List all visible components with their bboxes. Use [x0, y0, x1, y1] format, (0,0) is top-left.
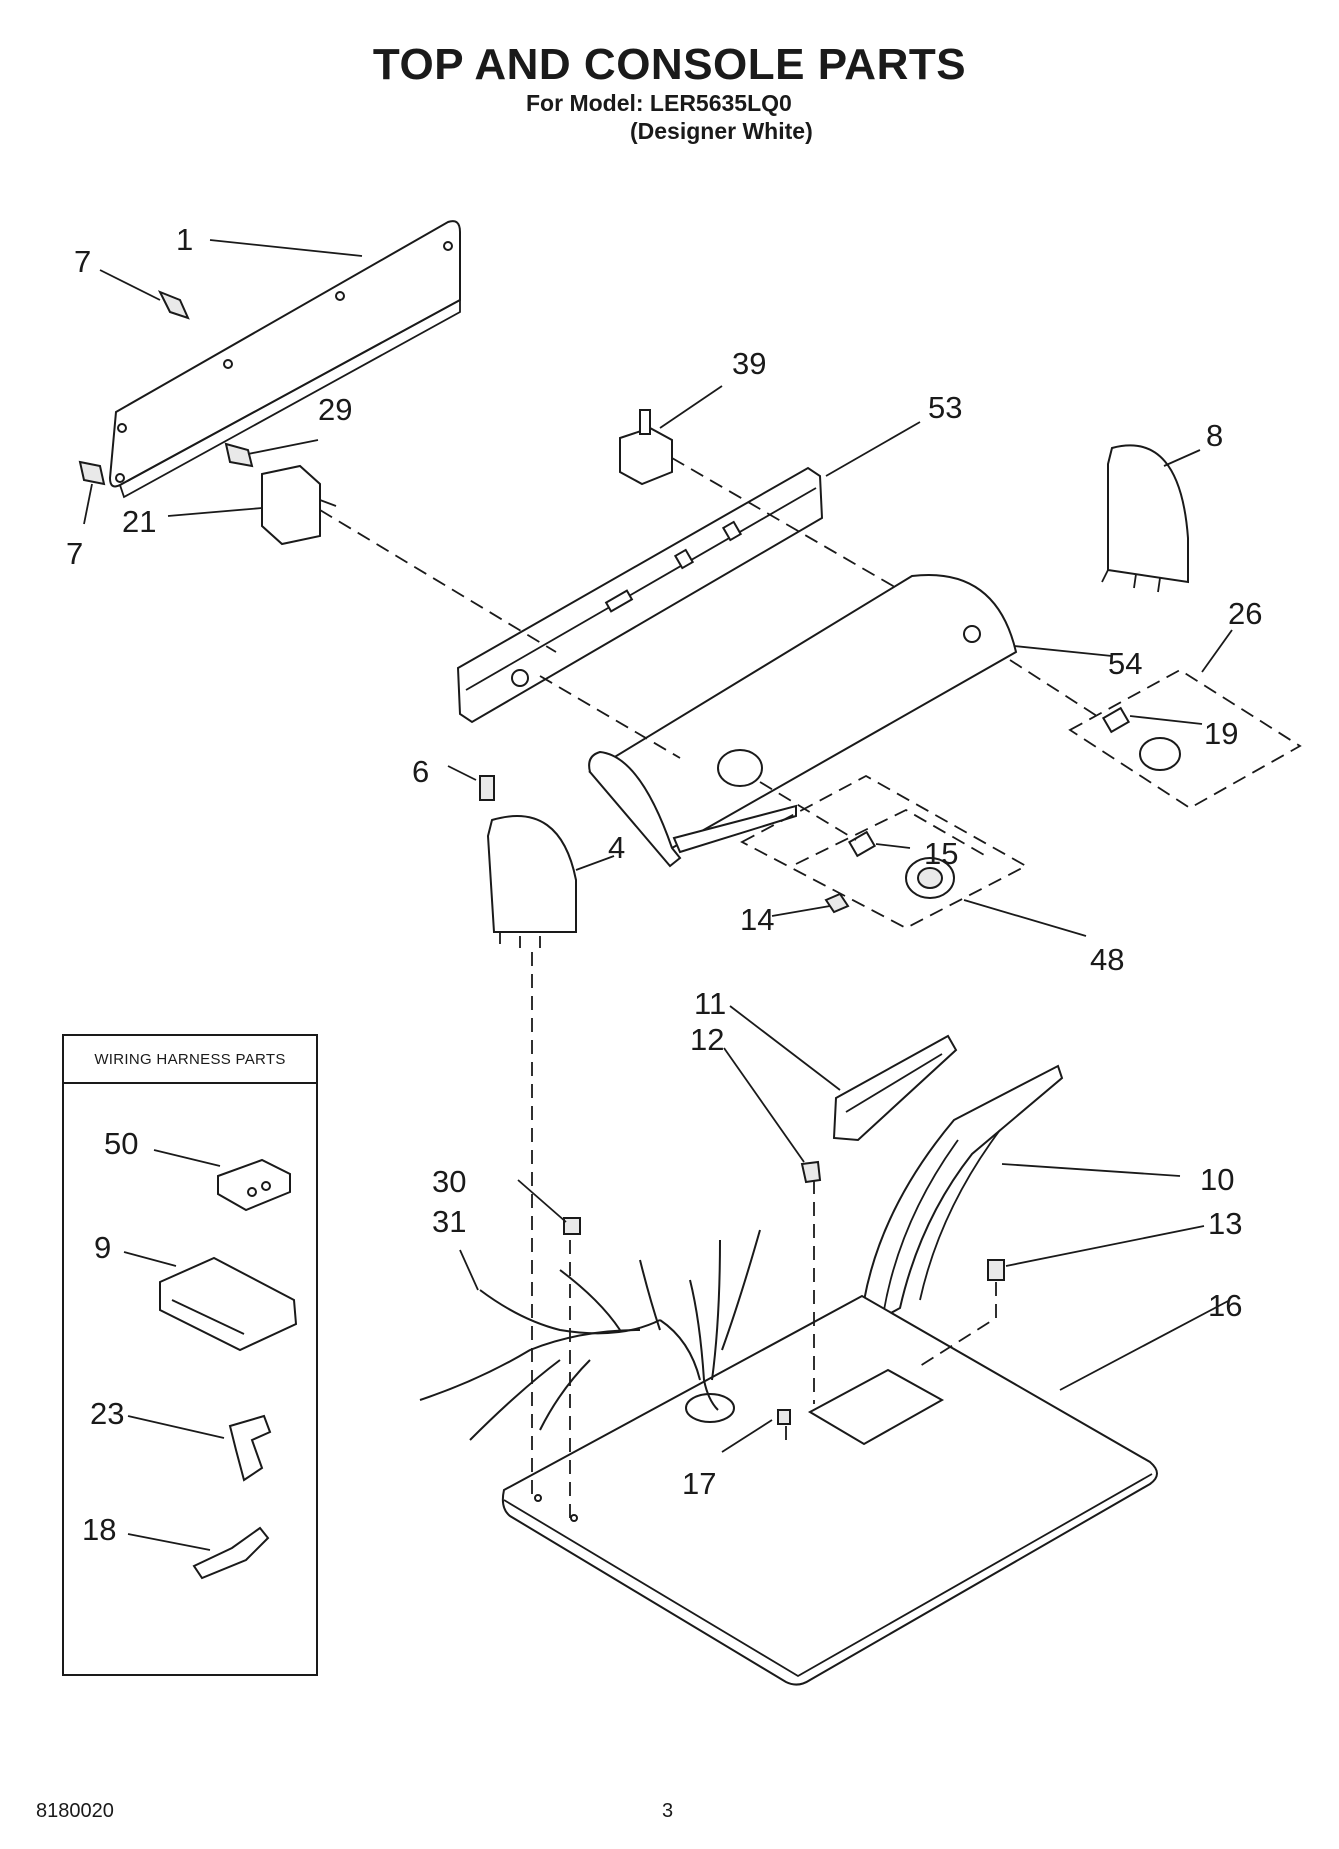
model-line: For Model: LER5635LQ0	[526, 90, 792, 116]
part-23-wire-clip	[228, 1414, 272, 1482]
part-26-knob-assembly	[1068, 668, 1302, 810]
part-16-top-panel	[501, 1294, 1158, 1686]
inset-heading: WIRING HARNESS PARTS	[64, 1036, 316, 1084]
screw-29	[224, 442, 254, 468]
color-line: (Designer White)	[630, 118, 813, 144]
wiring-harness-inset: WIRING HARNESS PARTS	[62, 1034, 318, 1676]
page-title: TOP AND CONSOLE PARTS	[372, 40, 967, 89]
part-9-terminal-block	[159, 1256, 298, 1352]
callout-10: 10	[1200, 1162, 1234, 1197]
callout-50: 50	[104, 1126, 138, 1161]
callout-19: 19	[1204, 716, 1238, 751]
callout-7-bottom: 7	[66, 536, 83, 571]
part-54-console	[588, 574, 1018, 868]
screw-7-top	[157, 290, 190, 320]
callout-26: 26	[1228, 596, 1262, 631]
page-number: 3	[662, 1800, 674, 1822]
callout-23: 23	[90, 1396, 124, 1431]
callout-11: 11	[694, 986, 726, 1021]
callout-7-top: 7	[74, 244, 91, 279]
callout-31: 31	[432, 1204, 466, 1239]
callout-30: 30	[432, 1164, 466, 1199]
callout-12: 12	[690, 1022, 724, 1057]
callout-17: 17	[682, 1466, 716, 1501]
screw-14	[824, 892, 850, 914]
callout-1: 1	[176, 222, 193, 257]
callout-14: 14	[740, 902, 774, 937]
callout-48: 48	[1090, 942, 1124, 977]
callout-6: 6	[412, 754, 429, 789]
part-11-lint-screen	[832, 1034, 958, 1142]
part-50-connector	[217, 1158, 291, 1212]
part-1-rear-panel	[108, 220, 461, 499]
part-53-console-panel	[456, 466, 824, 724]
leader-lines	[83, 239, 1233, 1551]
callout-8: 8	[1206, 418, 1223, 453]
callout-4: 4	[608, 830, 625, 865]
part-39-switch	[619, 409, 673, 486]
callout-labels: 1 7 29 7 21 39 53 8 26 54 19 6 4 15 14 4…	[66, 222, 1262, 1547]
callout-13: 13	[1208, 1206, 1242, 1241]
part-21-timer	[261, 464, 337, 546]
part-12-clip	[800, 1160, 822, 1184]
document-number: 8180020	[36, 1800, 114, 1822]
part-17-plug	[777, 1409, 791, 1425]
part-30-clip	[563, 1217, 581, 1235]
callout-29: 29	[318, 392, 352, 427]
part-48-knob-assembly	[740, 774, 1028, 930]
callout-18: 18	[82, 1512, 116, 1547]
callout-53: 53	[928, 390, 962, 425]
part-31-wiring-harness	[419, 1229, 761, 1441]
callout-54: 54	[1108, 646, 1142, 681]
assembly-lines	[319, 457, 1101, 1518]
screw-13	[987, 1259, 1005, 1281]
callout-21: 21	[122, 504, 156, 539]
callout-9: 9	[94, 1230, 111, 1265]
part-10-lint-duct	[858, 1064, 1064, 1332]
screw-6	[479, 775, 495, 801]
callout-39: 39	[732, 346, 766, 381]
part-8-right-end-cap	[1101, 444, 1189, 593]
screw-7-bottom	[78, 460, 106, 486]
callout-15: 15	[924, 836, 958, 871]
part-18-terminal	[192, 1526, 270, 1580]
callout-16: 16	[1208, 1288, 1242, 1323]
part-4-left-end-cap	[486, 815, 577, 948]
